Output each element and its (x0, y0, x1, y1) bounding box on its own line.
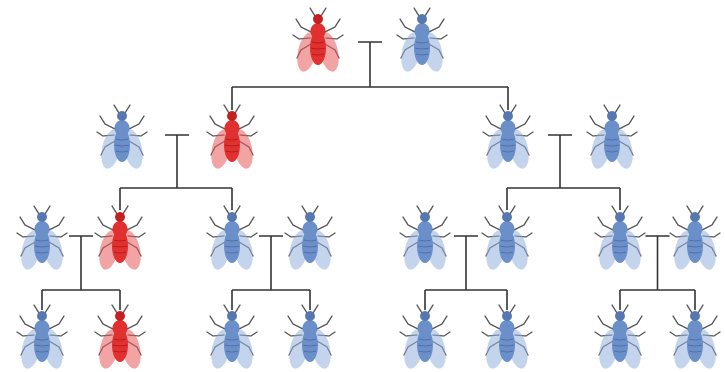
gen3-fly-1 (16, 205, 68, 270)
gen4-fly-7 (594, 304, 646, 369)
gen3-fly-8 (669, 205, 721, 270)
fruit-fly-icon (399, 205, 451, 270)
fruit-fly-icon (586, 104, 638, 169)
gen4-fly-8 (669, 304, 721, 369)
gen3-fly-6 (481, 205, 533, 270)
gen3-fly-5 (399, 205, 451, 270)
fruit-fly-icon (396, 7, 448, 72)
fruit-fly-icon (206, 104, 258, 169)
fruit-fly-icon (206, 205, 258, 270)
fruit-fly-icon (94, 304, 146, 369)
fruit-fly-icon (206, 304, 258, 369)
fruit-fly-icon (481, 304, 533, 369)
fruit-fly-icon (594, 304, 646, 369)
gen2-fly-1 (96, 104, 148, 169)
flies-layer (16, 7, 721, 369)
gen2-fly-3 (482, 104, 534, 169)
fruit-fly-icon (16, 304, 68, 369)
fruit-fly-icon (482, 104, 534, 169)
fruit-fly-icon (669, 205, 721, 270)
fruit-fly-icon (669, 304, 721, 369)
gen3-fly-7 (594, 205, 646, 270)
fruit-fly-icon (481, 205, 533, 270)
gen3-fly-4 (284, 205, 336, 270)
fruit-fly-icon (284, 304, 336, 369)
gen4-fly-1 (16, 304, 68, 369)
gen3-fly-3 (206, 205, 258, 270)
gen4-fly-3 (206, 304, 258, 369)
fruit-fly-icon (96, 104, 148, 169)
gen4-fly-2 (94, 304, 146, 369)
gen2-fly-4 (586, 104, 638, 169)
gen4-fly-4 (284, 304, 336, 369)
gen1-fly-2 (396, 7, 448, 72)
gen4-fly-6 (481, 304, 533, 369)
fruit-fly-icon (594, 205, 646, 270)
gen3-fly-2 (94, 205, 146, 270)
gen1-fly-1 (292, 7, 344, 72)
fruit-fly-icon (94, 205, 146, 270)
fruit-fly-icon (284, 205, 336, 270)
pedigree-lines (41, 41, 696, 310)
fruit-fly-icon (16, 205, 68, 270)
fruit-fly-icon (399, 304, 451, 369)
gen4-fly-5 (399, 304, 451, 369)
fruit-fly-icon (292, 7, 344, 72)
gen2-fly-2 (206, 104, 258, 169)
